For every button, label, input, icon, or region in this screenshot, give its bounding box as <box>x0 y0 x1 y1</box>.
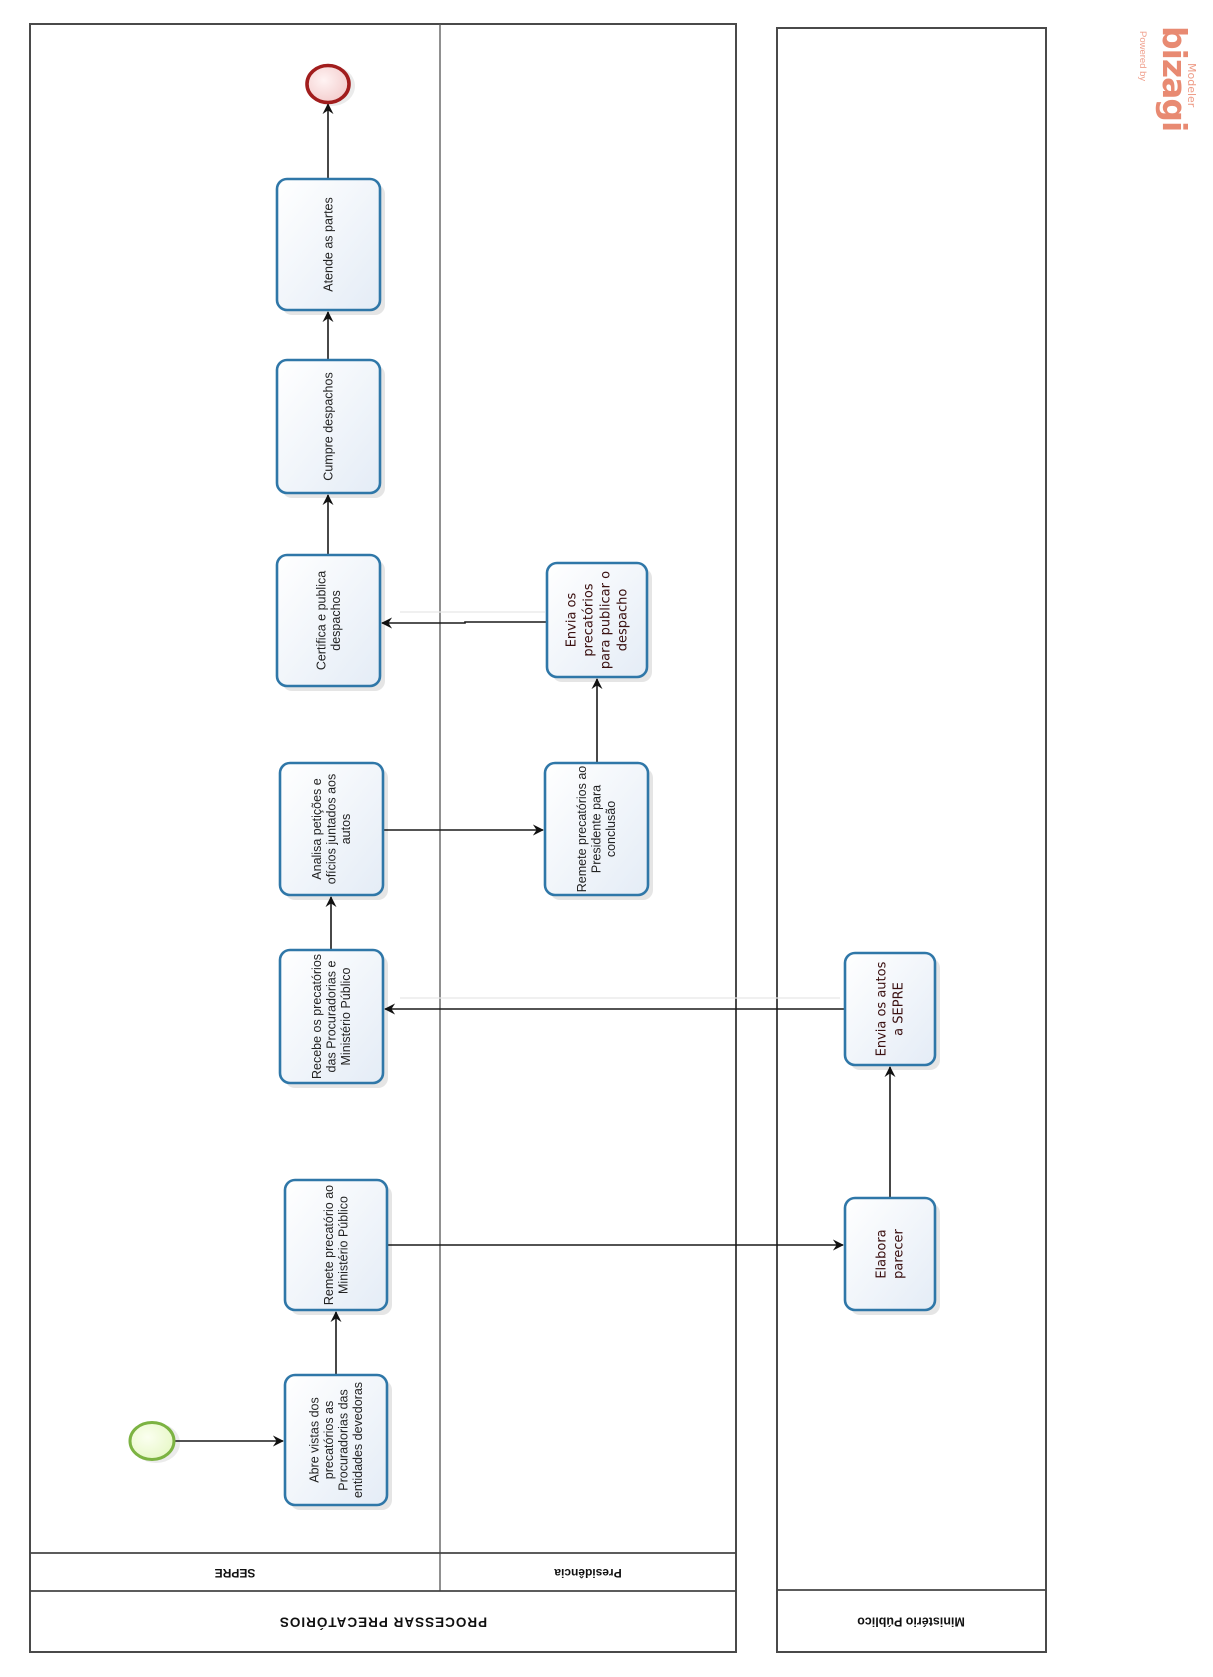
pool-border <box>776 27 1047 1653</box>
task-label-line: precatórios <box>582 583 597 656</box>
sequence-flows <box>175 103 896 1447</box>
task-box <box>283 1373 389 1507</box>
task-label-line: Envia os <box>565 592 580 647</box>
powered-by-text: Powered by <box>1137 31 1148 81</box>
tasks: Abre vistas dosprecatórios asProcuradori… <box>275 177 940 1510</box>
task-t5[interactable]: Recebe os precatóriosdas Procuradorias e… <box>278 948 388 1088</box>
end-event[interactable] <box>305 63 355 107</box>
task-label-line: para publicar o <box>599 571 614 669</box>
task-label-line: Atende as partes <box>322 197 336 292</box>
task-box <box>545 561 649 679</box>
faint-guides <box>400 611 840 999</box>
task-label-line: ofícios juntados aos <box>325 774 339 885</box>
task-label-line: autos <box>339 814 353 845</box>
task-label-line: precatórios as <box>322 1401 336 1480</box>
lane-label-presidencia: Presidência <box>554 1566 622 1580</box>
pool-label-ministerio-publico: Ministério Público <box>857 1615 965 1629</box>
task-label-line: despacho <box>616 589 631 652</box>
pool-border <box>29 23 737 1653</box>
task-label-line: Ministério Público <box>336 1196 350 1294</box>
task-label-line: Procuradorias das <box>336 1389 350 1490</box>
task-label-line: Recebe os precatórios <box>310 954 324 1079</box>
pool-ministerio-publico: Ministério Público <box>776 27 1047 1653</box>
task-label-line: Remete precatórios ao <box>575 766 589 893</box>
task-label-line: Cumpre despachos <box>322 372 336 480</box>
task-label-line: Abre vistas dos <box>307 1397 321 1482</box>
task-label: Atende as partes <box>322 197 336 292</box>
lane-label-sepre: SEPRE <box>215 1566 256 1580</box>
task-box <box>278 948 385 1085</box>
task-label-line: Ministério Público <box>339 967 353 1065</box>
bizagi-logo-icon: Powered by bizagi Modeler <box>1137 26 1198 131</box>
task-t7[interactable]: Remete precatórios aoPresidente paraconc… <box>543 761 653 900</box>
bizagi-watermark: Powered by bizagi Modeler <box>1128 26 1208 141</box>
task-label-line: entidades devedoras <box>351 1382 365 1498</box>
task-t11[interactable]: Atende as partes <box>275 177 385 315</box>
task-t10[interactable]: Cumpre despachos <box>275 358 385 498</box>
task-label: Abre vistas dosprecatórios asProcuradori… <box>307 1382 365 1498</box>
task-t6[interactable]: Analisa petições eofícios juntados aosau… <box>278 761 388 900</box>
task-box <box>275 358 382 495</box>
task-label-line: Analisa petições e <box>310 778 324 880</box>
product-text: Modeler <box>1185 63 1198 108</box>
task-box <box>843 1196 937 1312</box>
task-label: Remete precatórios aoPresidente paraconc… <box>575 766 618 893</box>
task-box <box>275 553 382 688</box>
task-label-line: Remete precatório ao <box>322 1185 336 1305</box>
start-event-circle <box>128 1421 176 1461</box>
flow-envia-precatorios-to-certifica[interactable] <box>381 617 547 629</box>
task-t2[interactable]: Remete precatório aoMinistério Público <box>283 1178 392 1315</box>
task-box <box>275 177 382 312</box>
task-t1[interactable]: Abre vistas dosprecatórios asProcuradori… <box>283 1373 392 1510</box>
task-label-line: Presidente para <box>590 785 604 873</box>
pool-processar-precatorios: SEPRE Presidência PROCESSAR PRECATÓRIOS <box>29 23 737 1653</box>
task-label-line: Certifica e publica <box>314 571 328 670</box>
task-box <box>278 761 385 897</box>
task-box <box>283 1178 389 1312</box>
task-label: Cumpre despachos <box>322 372 336 480</box>
task-label: Recebe os precatóriosdas Procuradorias e… <box>310 954 353 1079</box>
task-label-line: conclusão <box>604 801 618 857</box>
task-label: Analisa petições eofícios juntados aosau… <box>310 774 353 885</box>
end-event-circle <box>305 63 351 105</box>
pool-title: PROCESSAR PRECATÓRIOS <box>279 1614 487 1629</box>
task-label: Certifica e publicadespachos <box>314 571 343 670</box>
task-label: Remete precatório aoMinistério Público <box>322 1185 351 1305</box>
task-box <box>543 761 650 897</box>
brand-text: bizagi <box>1155 26 1194 131</box>
start-event[interactable] <box>128 1421 180 1464</box>
task-label-line: Elabora <box>875 1229 890 1278</box>
task-t9[interactable]: Certifica e publicadespachos <box>275 553 385 691</box>
task-label-line: a SEPRE <box>892 982 907 1036</box>
task-label-line: parecer <box>892 1228 907 1278</box>
task-label-line: Envia os autos <box>875 961 890 1056</box>
task-label-line: das Procuradorias e <box>325 961 339 1073</box>
task-box <box>843 951 937 1067</box>
task-label-line: despachos <box>329 590 343 650</box>
